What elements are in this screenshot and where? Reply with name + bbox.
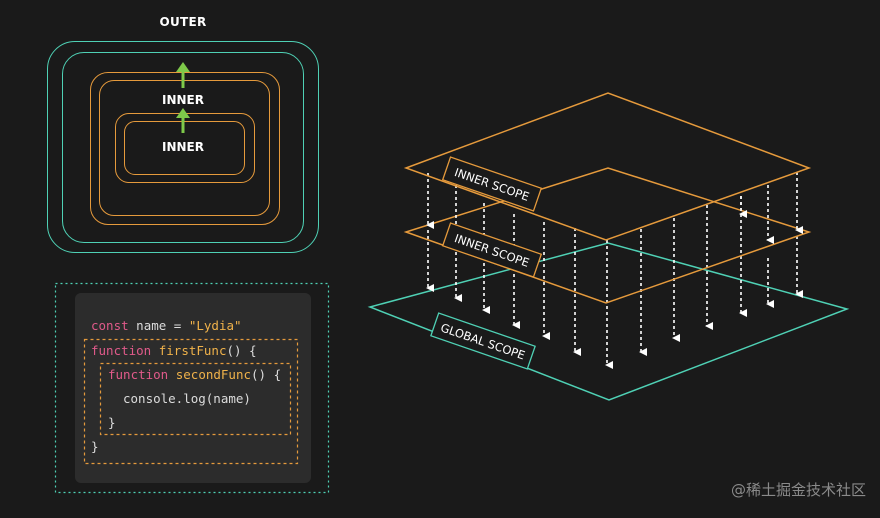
- inner-label-2: INNER: [162, 140, 204, 154]
- arrow-up-icon: [176, 108, 190, 133]
- second-func-frame: [99, 362, 292, 436]
- global-scope-frame: [54, 282, 330, 494]
- scope-layers-diagram: INNER SCOPE INNER SCOPE GLOBAL SCOPE: [367, 92, 850, 401]
- outer-box-outer-ring: [47, 41, 319, 253]
- outer-box-inner-ring: [62, 52, 304, 243]
- inner-scope-plane-top: [403, 92, 812, 241]
- inner-label-1: INNER: [162, 93, 204, 107]
- outer-label: OUTER: [159, 15, 207, 29]
- label-global-scope: GLOBAL SCOPE: [430, 312, 536, 370]
- inner-box-1-outer-ring: [90, 72, 280, 225]
- code-panel: [75, 293, 311, 483]
- code-dashed-frames: [54, 282, 330, 494]
- label-inner-scope-middle: INNER SCOPE: [441, 222, 543, 278]
- label-inner-scope-top: INNER SCOPE: [441, 156, 543, 212]
- code-line-5: }: [108, 415, 116, 430]
- code-line-1: const name = "Lydia": [91, 318, 242, 333]
- first-func-frame: [83, 338, 299, 465]
- code-scope-frames: [83, 338, 299, 465]
- arrow-up-icon: [176, 62, 190, 88]
- code-line-2: function firstFunc() {: [91, 343, 257, 358]
- code-line-6: }: [91, 439, 99, 454]
- green-arrows: [176, 62, 190, 133]
- code-line-3: function secondFunc() {: [108, 367, 282, 382]
- watermark: @稀土掘金技术社区: [730, 481, 866, 499]
- code-line-4: console.log(name): [123, 391, 251, 406]
